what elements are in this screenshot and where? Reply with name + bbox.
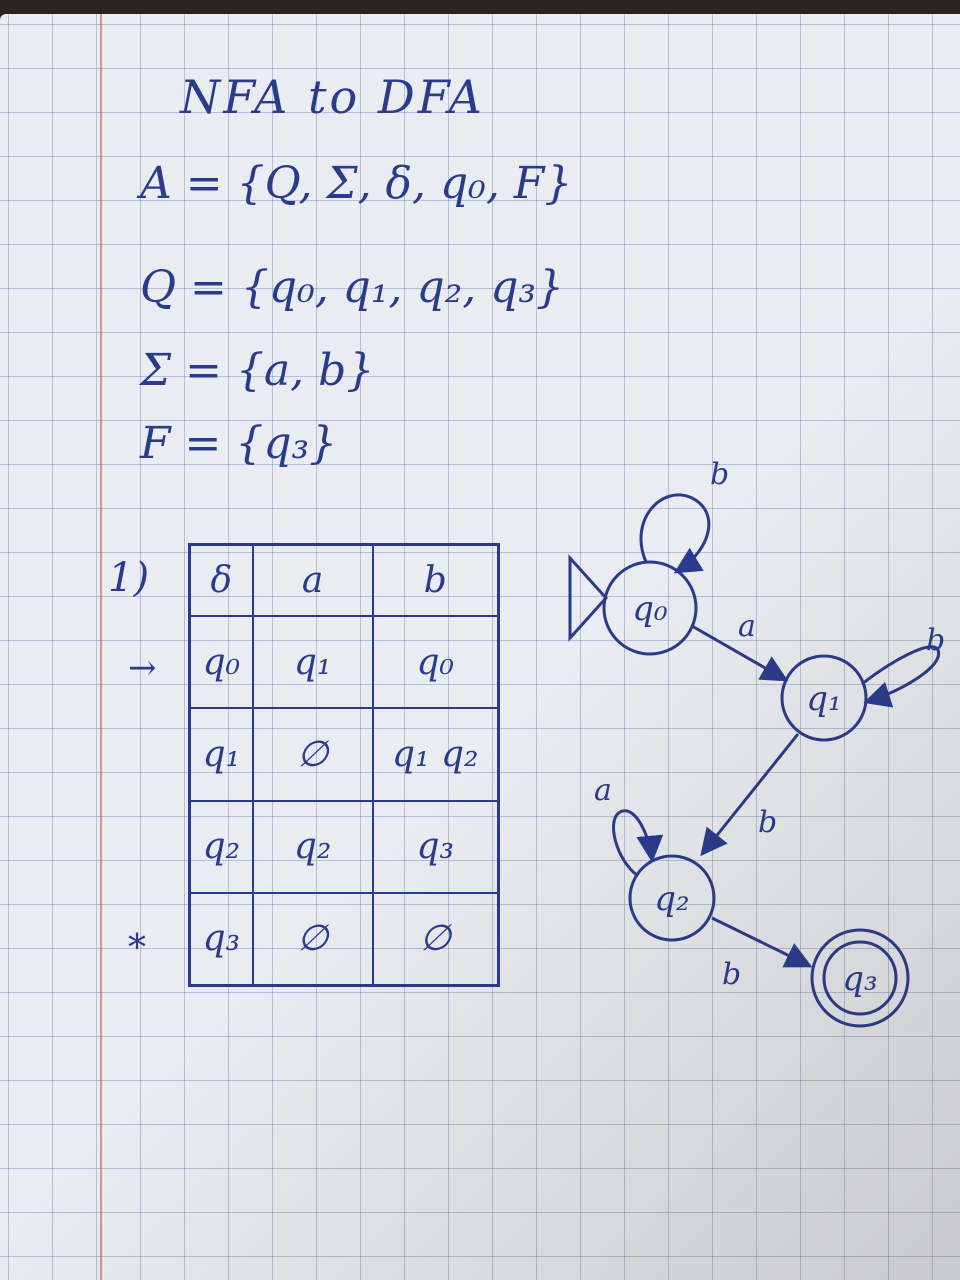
edge-q1-q2-label: b (758, 805, 777, 840)
table-header-row: δ a b (188, 543, 500, 618)
table-row: q₃ ∅ ∅ (188, 891, 500, 987)
header-b: b (371, 543, 500, 618)
row-state: q₀ (188, 615, 254, 710)
start-state-arrow: → (128, 648, 157, 688)
state-q3-label: q₃ (842, 959, 877, 999)
loop-q1-label: b (926, 623, 945, 658)
row-a-transition: ∅ (251, 891, 374, 987)
row-b-transition: q₀ (371, 615, 500, 710)
state-q2-circle (628, 854, 716, 942)
states-definition: Q = {q₀, q₁, q₂, q₃} (140, 262, 565, 313)
edge-q1-q2 (700, 733, 800, 857)
state-q0-label: q₀ (632, 589, 668, 629)
state-diagram: q₀ b a q₁ b b q₂ a b q₃ (568, 457, 945, 1028)
alphabet-definition: Σ = {a, b} (140, 345, 375, 396)
state-q3-inner-circle (822, 940, 898, 1016)
loop-q2 (612, 809, 664, 878)
row-b-transition: ∅ (371, 891, 500, 987)
table-row: q₁ ∅ q₁ q₂ (188, 707, 500, 802)
state-q3-outer-circle (810, 928, 910, 1028)
tuple-definition: A = {Q, Σ, δ, q₀, F} (140, 158, 573, 209)
header-a: a (251, 543, 374, 618)
page-title: NFA to DFA (180, 70, 485, 124)
row-a-transition: q₂ (251, 799, 374, 894)
edge-q0-q1 (691, 624, 789, 682)
row-state: q₂ (188, 799, 254, 894)
final-state-marker: * (128, 928, 146, 969)
start-arrow (568, 554, 609, 642)
final-states-definition: F = {q₃} (140, 418, 338, 469)
state-q0-circle (602, 560, 698, 656)
row-a-transition: ∅ (251, 707, 374, 802)
state-q1-label: q₁ (806, 679, 841, 719)
loop-q1 (861, 645, 941, 708)
edge-q2-q3 (711, 916, 813, 968)
loop-q2-label: a (594, 773, 612, 808)
section-number: 1) (108, 555, 150, 601)
loop-q0-label: b (710, 457, 729, 492)
row-a-transition: q₁ (251, 615, 374, 710)
loop-q0 (639, 493, 711, 574)
edge-q0-q1-label: a (738, 609, 756, 644)
row-state: q₁ (188, 707, 254, 802)
transition-table: δ a b q₀ q₁ q₀ q₁ ∅ q₁ q₂ q₂ q₂ q₃ q₃ ∅ … (188, 543, 500, 987)
row-b-transition: q₁ q₂ (371, 707, 500, 802)
state-q2-label: q₂ (654, 879, 689, 919)
margin-line (100, 14, 102, 1280)
table-row: q₂ q₂ q₃ (188, 799, 500, 894)
edge-q2-q3-label: b (722, 957, 741, 992)
row-state: q₃ (188, 891, 254, 987)
row-b-transition: q₃ (371, 799, 500, 894)
header-delta: δ (188, 543, 254, 618)
table-row: q₀ q₁ q₀ (188, 615, 500, 710)
